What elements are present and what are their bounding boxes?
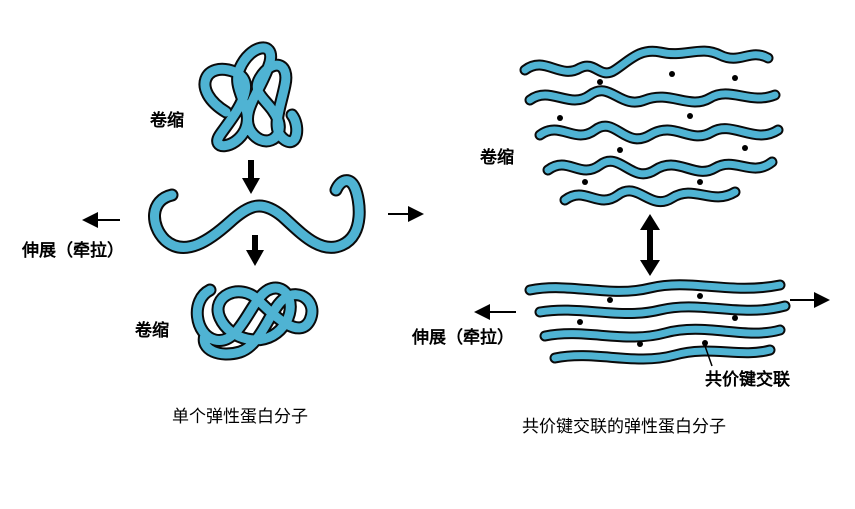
caption-left: 单个弹性蛋白分子 [172,407,308,427]
caption-right: 共价键交联的弹性蛋白分子 [522,417,726,437]
label-coiled-bottom: 卷缩 [135,321,169,341]
label-stretched-left: 伸展（牵拉） [22,241,124,261]
coiled-chain-bottom [190,281,319,361]
label-stretched-right: 伸展（牵拉） [412,328,514,348]
coiled-network [519,45,784,208]
label-crosslink: 共价键交联 [705,370,790,390]
crosslink-pointer [704,345,713,367]
stretched-network [524,279,791,365]
label-coiled-top: 卷缩 [150,111,184,131]
coiled-chain-top [198,41,304,153]
label-coiled-right: 卷缩 [480,148,514,168]
double-arrow [640,214,660,276]
stretched-chain [148,174,366,254]
